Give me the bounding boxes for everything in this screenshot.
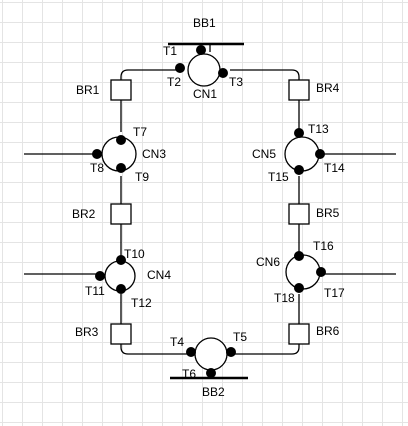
label-t7: T7 (133, 125, 147, 139)
terminal-t6[interactable] (206, 368, 216, 378)
breakers (110, 79, 310, 345)
label-br1: BR1 (76, 83, 100, 97)
label-t14: T14 (324, 161, 345, 175)
label-t6: T6 (182, 367, 196, 381)
terminals (92, 45, 326, 378)
label-t9: T9 (135, 170, 149, 184)
label-t10: T10 (124, 247, 145, 261)
labels: BB1 BB2 BR1 BR2 BR3 BR4 BR5 BR6 CN1 CN3 … (72, 16, 345, 399)
terminal-t3[interactable] (218, 68, 228, 78)
label-t3: T3 (229, 75, 243, 89)
terminal-t4[interactable] (186, 347, 196, 357)
breaker-br1[interactable] (110, 79, 132, 101)
node-cn5[interactable] (284, 136, 320, 172)
label-br6: BR6 (316, 324, 340, 338)
breaker-br3[interactable] (110, 323, 132, 345)
terminal-t16[interactable] (294, 251, 304, 261)
label-br3: BR3 (75, 325, 99, 339)
label-t15: T15 (268, 170, 289, 184)
wires (24, 69, 396, 355)
label-t17: T17 (324, 286, 345, 300)
breaker-br2[interactable] (110, 203, 132, 225)
label-t18: T18 (274, 291, 295, 305)
wire-cn1-br4 (230, 69, 300, 80)
connectivity-nodes (101, 53, 321, 371)
label-br2: BR2 (72, 207, 96, 221)
label-br4: BR4 (316, 81, 340, 95)
label-bb1: BB1 (193, 16, 216, 30)
label-cn4: CN4 (147, 268, 171, 282)
label-t2: T2 (167, 75, 181, 89)
label-t12: T12 (131, 296, 152, 310)
terminal-t13[interactable] (294, 128, 304, 138)
terminal-t1[interactable] (196, 45, 206, 55)
node-cn2[interactable] (194, 337, 228, 371)
breaker-br4[interactable] (288, 79, 310, 101)
label-t11: T11 (85, 284, 105, 298)
terminal-t17[interactable] (316, 267, 326, 277)
wire-cn2-br6 (230, 344, 300, 355)
label-cn5: CN5 (252, 147, 276, 161)
terminal-t5[interactable] (226, 347, 236, 357)
wire-br3-cn2 (120, 344, 192, 355)
label-t5: T5 (233, 330, 247, 344)
terminal-t18[interactable] (294, 283, 304, 293)
label-t4: T4 (170, 335, 184, 349)
terminal-t7[interactable] (116, 135, 126, 145)
terminal-t14[interactable] (315, 149, 325, 159)
terminal-t2[interactable] (175, 63, 185, 73)
label-br5: BR5 (316, 206, 340, 220)
breaker-br5[interactable] (288, 203, 310, 225)
label-t1: T1 (163, 44, 177, 58)
terminal-t15[interactable] (294, 165, 304, 175)
node-cn6[interactable] (285, 254, 321, 290)
label-t8: T8 (90, 161, 104, 175)
label-cn3: CN3 (142, 147, 166, 161)
label-bb2: BB2 (202, 385, 225, 399)
label-t16: T16 (313, 239, 334, 253)
label-t13: T13 (308, 122, 329, 136)
terminal-t12[interactable] (116, 284, 126, 294)
terminal-t11[interactable] (95, 271, 105, 281)
breaker-br6[interactable] (288, 323, 310, 345)
terminal-t10[interactable] (116, 255, 126, 265)
node-cn1[interactable] (187, 53, 221, 87)
label-cn1: CN1 (193, 87, 217, 101)
wire-br1-cn1 (120, 69, 182, 80)
label-cn6: CN6 (256, 255, 280, 269)
terminal-t9[interactable] (116, 163, 126, 173)
terminal-t8[interactable] (92, 149, 102, 159)
